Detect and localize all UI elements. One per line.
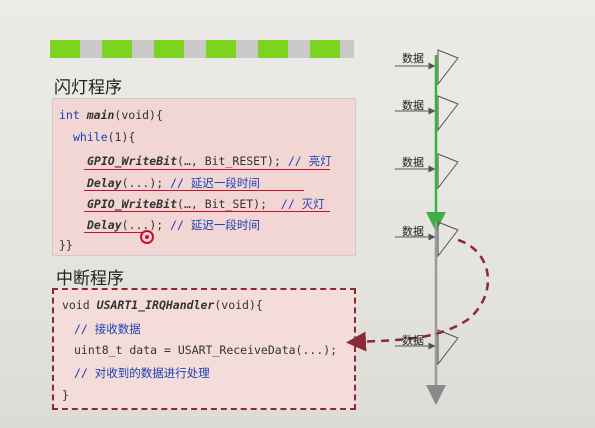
code-text: uint8_t data = USART_ReceiveData(...); — [74, 343, 338, 357]
function-name: GPIO_WriteBit — [87, 154, 178, 168]
data-label: 数据 — [402, 334, 424, 347]
code-line-close: }} — [59, 238, 73, 252]
code-text: (...); — [121, 218, 164, 232]
code-text: (…, Bit_RESET); — [177, 154, 281, 168]
code-line-irq-handler: void USART1_IRQHandler(void){ — [62, 298, 263, 312]
main-program-title: 闪灯程序 — [54, 78, 122, 98]
code-line-delay-2: Delay(...); // 延迟一段时间 — [87, 217, 260, 233]
code-text: }} — [59, 238, 73, 252]
data-label: 数据 — [402, 99, 424, 112]
code-comment: // 延迟一段时间 — [170, 176, 260, 190]
code-text: (…, Bit_SET); — [177, 197, 268, 211]
annotation-underline — [84, 169, 330, 170]
interrupt-program-code-box: void USART1_IRQHandler(void){ // 接收数据 ui… — [52, 288, 356, 410]
code-text: (1){ — [107, 130, 136, 144]
code-text: (void){ — [114, 108, 163, 122]
annotation-underline — [84, 190, 304, 191]
function-name: Delay — [87, 176, 122, 190]
code-line-led-on: GPIO_WriteBit(…, Bit_RESET); // 亮灯 — [87, 153, 332, 169]
data-label: 数据 — [402, 156, 424, 169]
code-text: (void){ — [214, 298, 263, 312]
code-text: } — [62, 388, 69, 402]
keyword: while — [73, 130, 108, 144]
data-label: 数据 — [402, 52, 424, 65]
data-arrival-marker-4 — [395, 221, 459, 258]
code-line-while: while(1){ — [73, 130, 135, 144]
keyword: void — [62, 298, 90, 312]
annotation-underline — [84, 232, 144, 233]
code-comment: // 亮灯 — [287, 154, 332, 168]
annotation-underline — [84, 211, 330, 212]
code-line-comment-process: // 对收到的数据进行处理 — [74, 365, 210, 381]
keyword: int — [59, 108, 80, 122]
function-name: GPIO_WriteBit — [87, 197, 178, 211]
data-label: 数据 — [402, 225, 424, 238]
title-stripe-bar — [50, 40, 354, 58]
code-line-delay-1: Delay(...); // 延迟一段时间 — [87, 175, 260, 191]
data-arrival-marker-2 — [395, 95, 459, 132]
code-comment: // 延迟一段时间 — [170, 218, 260, 232]
code-line-irq-close: } — [62, 388, 69, 402]
code-line-comment-receive: // 接收数据 — [74, 321, 141, 337]
data-arrival-marker-3 — [395, 153, 459, 190]
code-line-receive-data: uint8_t data = USART_ReceiveData(...); — [74, 343, 337, 357]
main-program-code-box: int main(void){ while(1){ GPIO_WriteBit(… — [52, 98, 356, 256]
code-comment: // 灭灯 — [280, 197, 325, 211]
interrupt-program-title: 中断程序 — [56, 269, 124, 289]
data-arrival-marker-1 — [395, 49, 459, 86]
function-name: Delay — [87, 218, 122, 232]
code-line-led-off: GPIO_WriteBit(…, Bit_SET); // 灭灯 — [87, 196, 325, 212]
function-name: main — [86, 108, 115, 122]
pointer-cursor-icon — [140, 230, 154, 244]
code-comment: // 对收到的数据进行处理 — [74, 366, 210, 380]
function-name: USART1_IRQHandler — [96, 298, 215, 312]
code-line-main: int main(void){ — [59, 108, 163, 122]
code-text: (...); — [121, 176, 164, 190]
interrupt-jump-path — [346, 238, 490, 352]
code-comment: // 接收数据 — [74, 322, 141, 336]
data-arrival-marker-5 — [395, 329, 459, 366]
